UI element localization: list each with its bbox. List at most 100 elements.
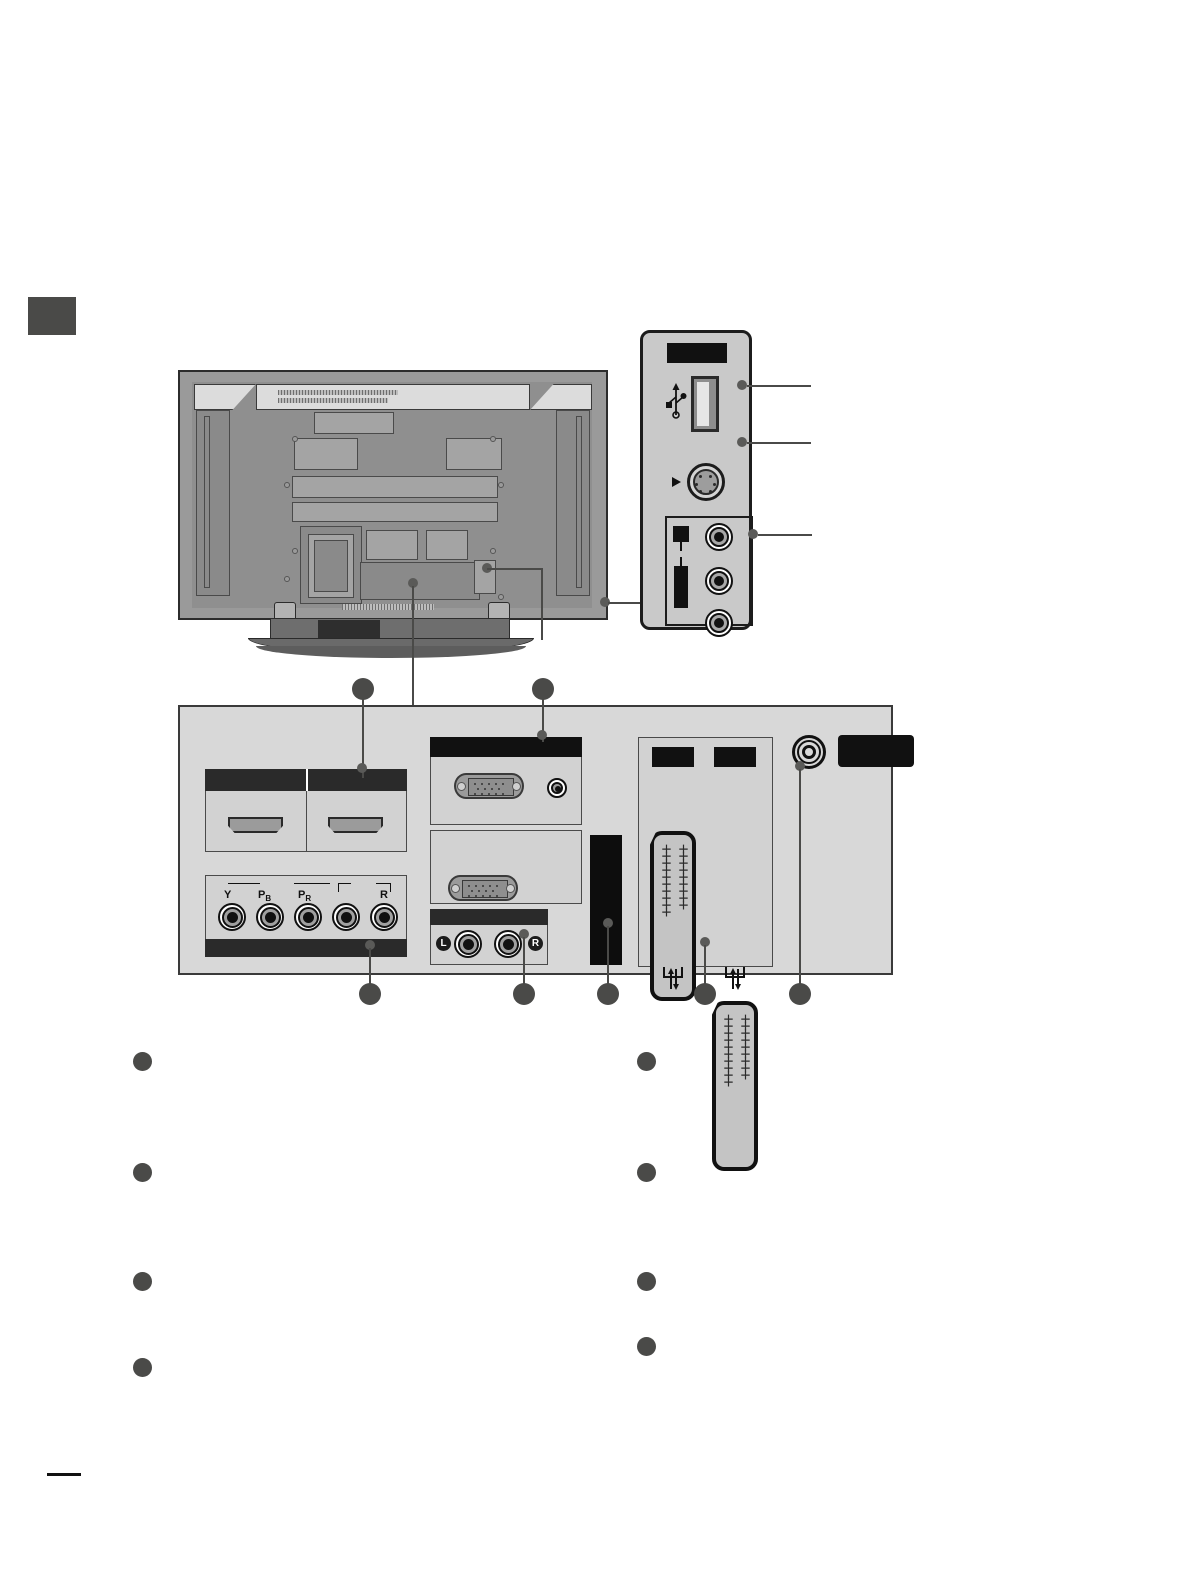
tv-module-inner (314, 540, 348, 592)
rear-callout-5[interactable] (789, 983, 811, 1005)
side-callout-dot-av (748, 529, 758, 539)
tv-side-rib-left (204, 416, 210, 588)
component-label-pb: PB (258, 889, 272, 904)
legend-item-6[interactable] (637, 1163, 656, 1182)
rear-anchor-5 (795, 761, 805, 771)
scart-tag-1 (652, 747, 694, 767)
component-jack-audio-r[interactable] (370, 903, 398, 931)
tv-callout-leader-a (412, 586, 414, 706)
tv-recess-2 (446, 438, 502, 470)
legend-item-3[interactable] (133, 1272, 152, 1291)
tv-callout-leader-edge (608, 602, 642, 604)
tv-callout-dot-rear (408, 578, 418, 588)
rear-callout-top-2[interactable] (532, 678, 554, 700)
dsub-vga-port[interactable] (448, 875, 518, 901)
rgb-vga-port[interactable] (454, 773, 524, 799)
side-callout-leader-av (758, 534, 812, 536)
rgb-audio-jack[interactable] (547, 778, 567, 798)
screw-hole (284, 482, 290, 488)
rear-callout-3[interactable] (597, 983, 619, 1005)
rear-callout-4[interactable] (694, 983, 716, 1005)
scart-port-2[interactable]: ＋＋＋＋＋＋＋＋＋＋ ＋＋＋＋＋＋＋＋＋ (712, 1001, 758, 1171)
tv-stand-base-shadow (256, 646, 526, 658)
rear-callout-top-anchor-1 (357, 763, 367, 773)
component-sub-r: R (305, 894, 312, 904)
antenna-label-tag (838, 735, 914, 767)
service-port-block[interactable] (590, 835, 622, 965)
rear-leader-3 (607, 926, 609, 990)
rear-leader-2 (523, 937, 525, 990)
rear-leader-5 (799, 769, 801, 990)
component-jack-pr[interactable] (294, 903, 322, 931)
audio-jack-right[interactable] (494, 930, 522, 958)
audio-label-bar (430, 909, 548, 925)
legend-item-2[interactable] (133, 1163, 152, 1182)
footer-rule (47, 1473, 81, 1476)
rear-anchor-4 (700, 937, 710, 947)
rear-anchor-3 (603, 918, 613, 928)
component-jack-pb[interactable] (256, 903, 284, 931)
rear-connector-panel: Y PB PR R (178, 705, 914, 1171)
legend-item-4[interactable] (133, 1358, 152, 1377)
rear-leader-1 (369, 948, 371, 990)
screw-hole (498, 482, 504, 488)
av-marker-stem-1 (680, 542, 682, 551)
scart-in-out-icon (663, 967, 683, 990)
side-callout-dot-usb (737, 380, 747, 390)
legend-item-5[interactable] (637, 1052, 656, 1071)
av-jack-2[interactable] (705, 567, 733, 595)
legend-item-1[interactable] (133, 1052, 152, 1071)
rear-anchor-2 (519, 929, 529, 939)
rgb-label-bar (430, 737, 582, 757)
tv-side-column-left (196, 410, 230, 596)
tv-callout-dot-edge (600, 597, 610, 607)
av-jack-1[interactable] (705, 523, 733, 551)
tv-top-vent-2 (278, 398, 388, 403)
screw-hole (490, 548, 496, 554)
rear-anchor-1 (365, 940, 375, 950)
component-label-r: R (380, 889, 388, 901)
rear-callout-top-leader-2 (542, 690, 544, 742)
tv-recess-1 (294, 438, 358, 470)
component-bracket-y (228, 883, 260, 889)
av-video-marker (673, 526, 689, 542)
tv-top-vent-1 (278, 390, 398, 395)
tv-side-column-right (556, 410, 590, 596)
legend-item-8[interactable] (637, 1337, 656, 1356)
input-arrow-icon (672, 477, 681, 487)
audio-jack-left[interactable] (454, 930, 482, 958)
scart-tag-2 (714, 747, 756, 767)
rear-callout-top-leader-1 (362, 690, 364, 778)
screw-hole (292, 548, 298, 554)
rear-callout-1[interactable] (359, 983, 381, 1005)
side-callout-leader-svideo (747, 442, 811, 444)
scart-port-1[interactable]: ＋＋＋＋＋＋＋＋＋＋ ＋＋＋＋＋＋＋＋＋ (650, 831, 696, 1001)
component-jack-y[interactable] (218, 903, 246, 931)
hdmi-port-2[interactable] (328, 817, 383, 833)
tv-callout-leader-b1 (487, 568, 543, 570)
tv-recess-4 (292, 502, 498, 522)
component-jack-audio-l[interactable] (332, 903, 360, 931)
side-callout-leader-usb (747, 385, 811, 387)
component-bracket-r (376, 883, 391, 892)
legend-item-7[interactable] (637, 1272, 656, 1291)
rear-callout-2[interactable] (513, 983, 535, 1005)
page-edge-tab (28, 297, 76, 335)
tv-callout-leader-b2 (541, 568, 543, 640)
tv-side-rib-right (576, 416, 582, 588)
audio-label-right: R (528, 936, 543, 951)
tv-recess-5 (366, 530, 418, 560)
av-jack-3[interactable] (705, 609, 733, 637)
audio-label-left: L (436, 936, 451, 951)
side-callout-dot-svideo (737, 437, 747, 447)
hdmi-label-divider (306, 769, 308, 791)
hdmi-port-1[interactable] (228, 817, 283, 833)
component-bracket-pr (294, 883, 330, 889)
s-video-port-inner (693, 469, 719, 495)
rear-callout-top-1[interactable] (352, 678, 374, 700)
side-connector-panel (640, 330, 753, 637)
component-label-y: Y (224, 889, 232, 901)
side-panel-header-bar (667, 343, 727, 363)
screw-hole (284, 576, 290, 582)
hdmi-port-divider (306, 791, 307, 852)
